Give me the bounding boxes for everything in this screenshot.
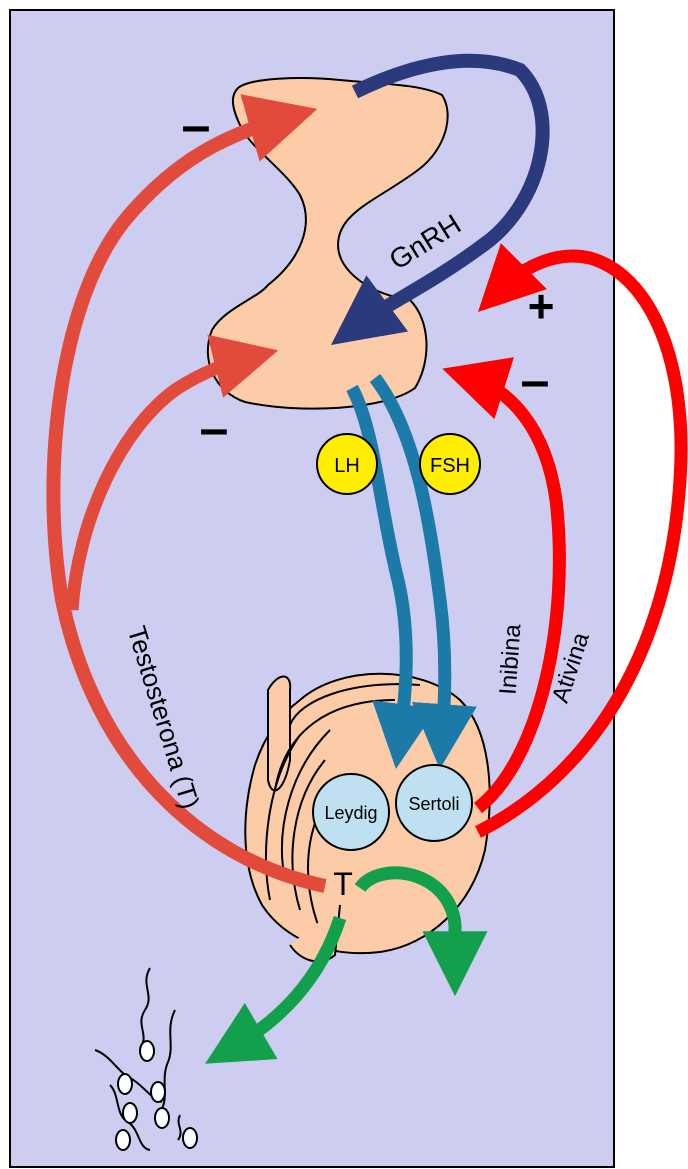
sertoli-label: Sertoli (408, 794, 459, 814)
sperm-head (140, 1041, 154, 1061)
minus-sign-hypothalamus: – (182, 97, 211, 155)
sperm-head (151, 1082, 165, 1102)
sperm-head (123, 1103, 137, 1123)
sperm-head (183, 1128, 197, 1148)
inhibin-label: Inibina (495, 623, 527, 696)
lh-label: LH (334, 455, 360, 477)
fsh-label: FSH (430, 455, 470, 477)
sperm-head (155, 1108, 169, 1128)
minus-sign-pituitary-right: – (521, 352, 550, 410)
sperm-head (118, 1074, 132, 1094)
t-label: T (333, 866, 353, 902)
minus-sign-pituitary-left: – (200, 400, 229, 458)
leydig-label: Leydig (324, 803, 377, 823)
sperm-head (116, 1130, 130, 1150)
plus-sign-pituitary-right: + (528, 280, 555, 332)
